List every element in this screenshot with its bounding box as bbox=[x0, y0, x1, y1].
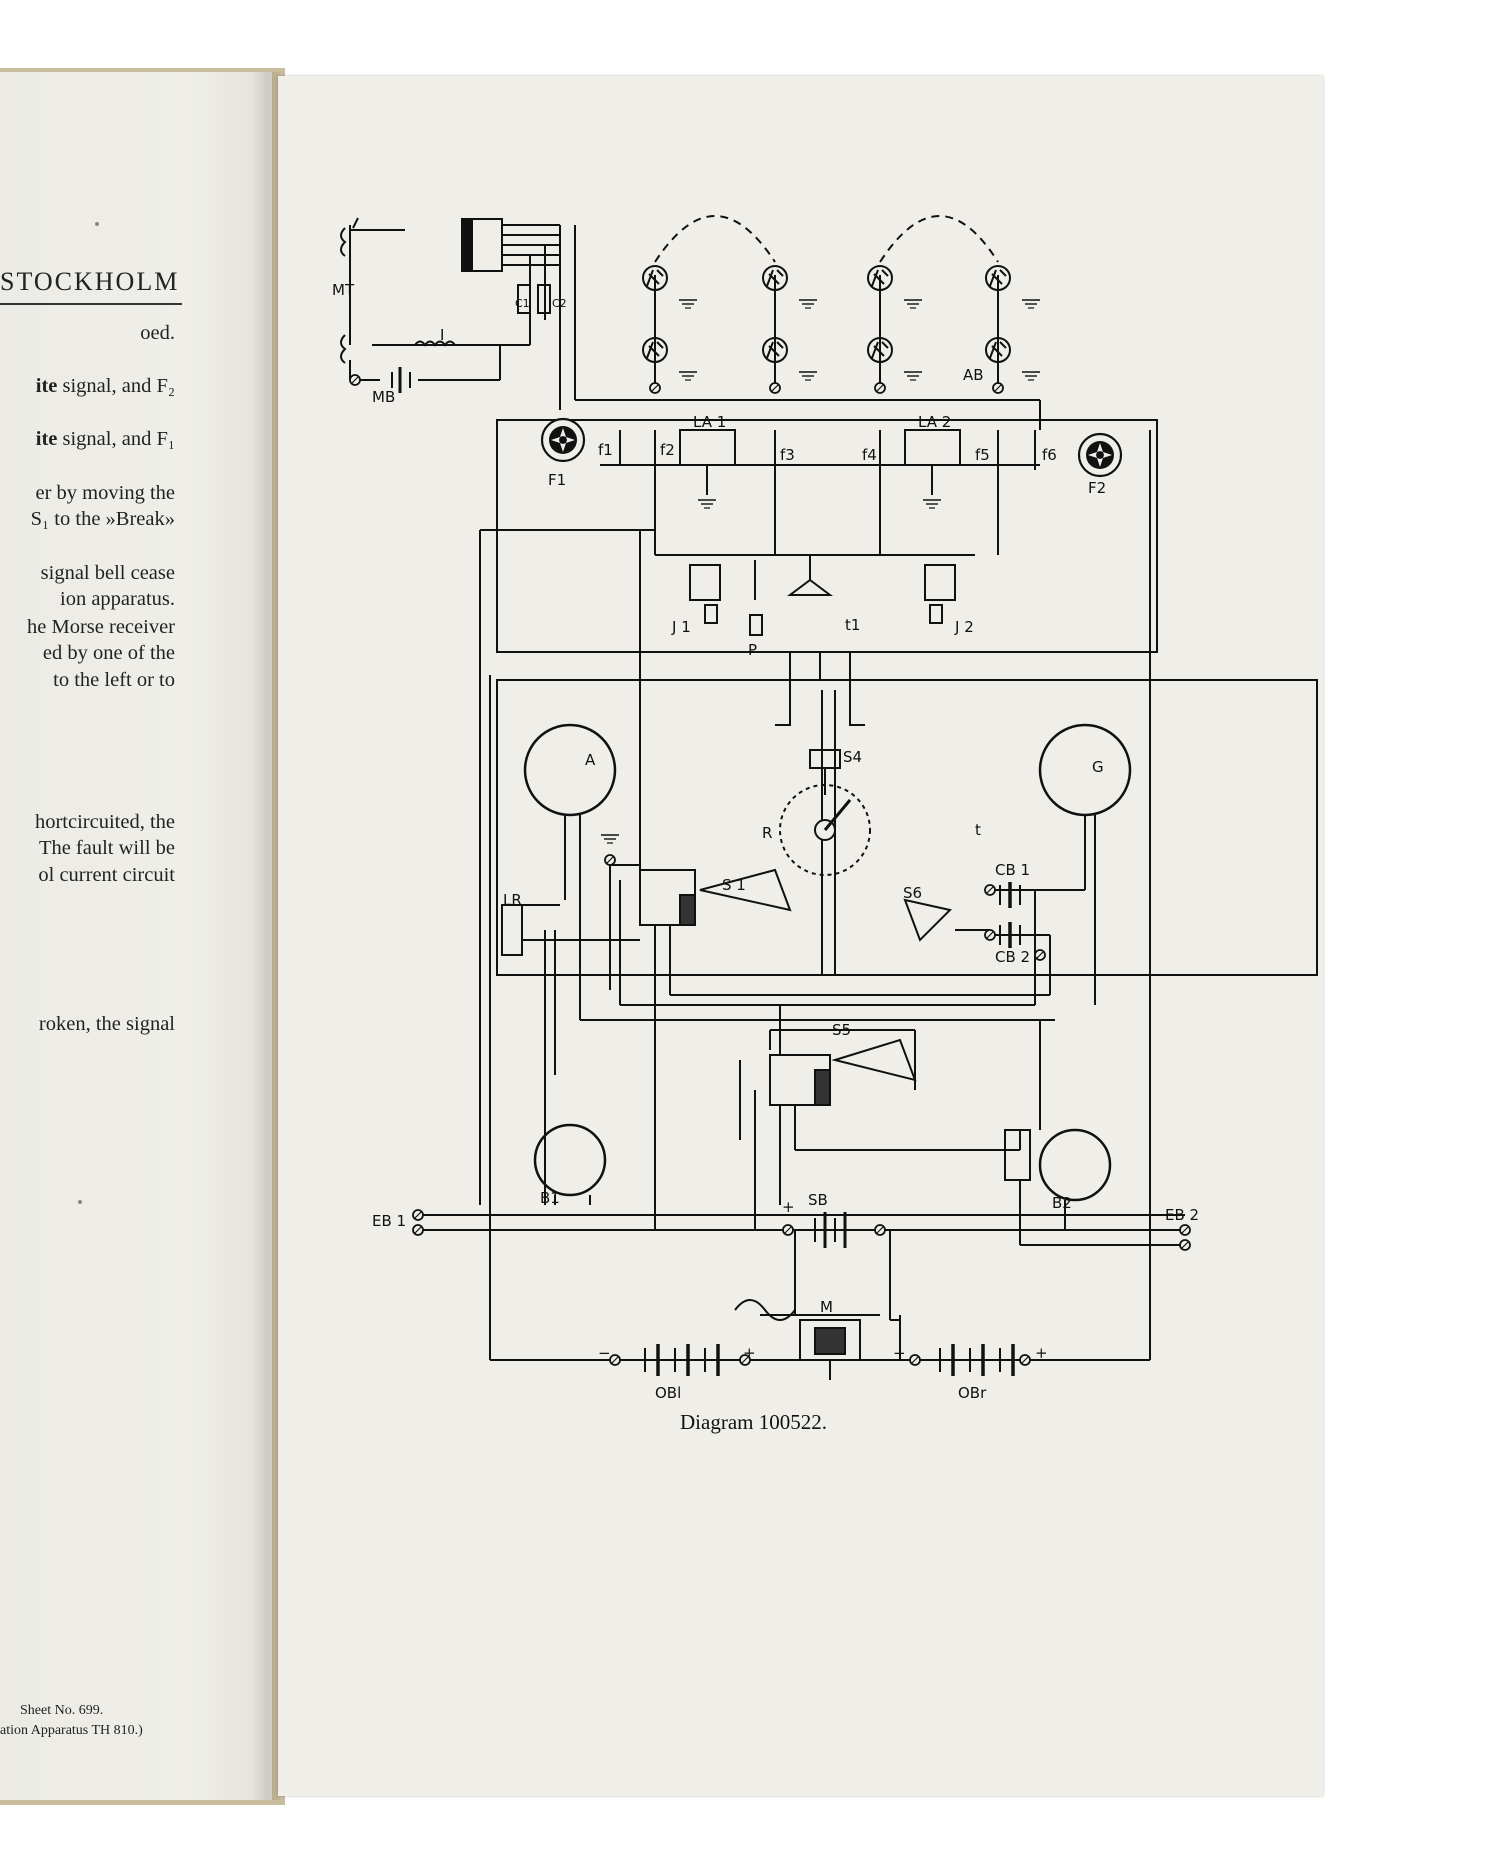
left-page-line: ed by one of the bbox=[43, 642, 175, 665]
label-eb2: EB 2 bbox=[1165, 1206, 1199, 1224]
left-page-line: oed. bbox=[140, 322, 175, 345]
label-f4: f4 bbox=[862, 446, 877, 464]
left-page-line: ite signal, and F₁ bbox=[36, 428, 175, 451]
right-page bbox=[278, 76, 1323, 1796]
label-s1: S 1 bbox=[722, 876, 746, 894]
label-c1: C1 bbox=[515, 297, 530, 310]
label-la2: LA 2 bbox=[918, 413, 951, 431]
line-text: ion apparatus. bbox=[60, 588, 175, 610]
line-text: er by moving the bbox=[35, 482, 176, 504]
heading-rule bbox=[0, 303, 182, 305]
label-obl: OBl bbox=[655, 1384, 681, 1402]
left-page-line: to the left or to bbox=[53, 669, 175, 692]
label-f6: f6 bbox=[1042, 446, 1057, 464]
fan-f2-icon bbox=[1077, 432, 1123, 478]
label-mt: MT bbox=[332, 281, 355, 299]
left-page-line: roken, the signal bbox=[39, 1013, 175, 1036]
label-m: M bbox=[820, 1298, 833, 1316]
left-page: STOCKHOLM bbox=[0, 72, 272, 1800]
label-b1: B1 bbox=[540, 1189, 560, 1207]
label-s4: S4 bbox=[843, 748, 862, 766]
label-cb1: CB 1 bbox=[995, 861, 1030, 879]
line-text: The fault will be bbox=[38, 837, 175, 859]
line-text: signal, and F₁ bbox=[57, 428, 176, 450]
line-text: hortcircuited, the bbox=[34, 811, 175, 833]
label-a: A bbox=[585, 751, 596, 769]
line-text: he Morse receiver bbox=[27, 616, 175, 638]
left-page-line: ol current circuit bbox=[38, 864, 175, 887]
battery-cells bbox=[644, 882, 1021, 1376]
label-s6: S6 bbox=[903, 884, 922, 902]
label-sb: SB bbox=[808, 1191, 828, 1209]
left-page-line: ion apparatus. bbox=[60, 588, 175, 611]
line-text: S₁ to the »Break» bbox=[30, 508, 175, 530]
label-obr: OBr bbox=[958, 1384, 987, 1402]
label-sb-plus: + bbox=[782, 1198, 795, 1216]
label-s5: S5 bbox=[832, 1021, 851, 1039]
label-lr: LR bbox=[503, 891, 522, 909]
footer-apparatus: ation Apparatus TH 810.) bbox=[0, 1723, 143, 1738]
footer-sheet-number: Sheet No. 699. bbox=[20, 1703, 104, 1718]
page-speck bbox=[95, 222, 99, 226]
fan-f1-icon bbox=[540, 417, 586, 463]
label-j1: J 1 bbox=[671, 618, 691, 636]
bold-word: ite bbox=[35, 375, 58, 397]
label-obr-plus: + bbox=[1035, 1344, 1048, 1362]
label-t: t bbox=[975, 821, 981, 839]
label-p: P bbox=[748, 641, 757, 659]
line-text: to the left or to bbox=[53, 669, 175, 691]
label-b2: B2 bbox=[1052, 1194, 1072, 1212]
line-text: ol current circuit bbox=[38, 864, 175, 886]
left-page-line: S₁ to the »Break» bbox=[31, 508, 175, 531]
label-j2: J 2 bbox=[954, 618, 974, 636]
line-text: roken, the signal bbox=[38, 1013, 175, 1035]
left-page-heading: STOCKHOLM bbox=[0, 267, 180, 296]
label-eb1: EB 1 bbox=[372, 1212, 406, 1230]
label-r: R bbox=[762, 824, 772, 842]
label-f3: f3 bbox=[780, 446, 795, 464]
label-ab: AB bbox=[963, 366, 984, 384]
diagram-caption: Diagram 100522. bbox=[680, 1410, 827, 1434]
line-text: oed. bbox=[140, 322, 175, 344]
label-mb: MB bbox=[372, 388, 395, 406]
label-f5: f5 bbox=[975, 446, 990, 464]
label-f2: f2 bbox=[660, 441, 675, 459]
label-obl-minus: − bbox=[598, 1344, 611, 1362]
bold-word: ite bbox=[35, 428, 58, 450]
label-i: I bbox=[440, 326, 444, 344]
line-text: ed by one of the bbox=[42, 642, 175, 664]
label-g: G bbox=[1092, 758, 1104, 776]
label-fan-f1: F1 bbox=[548, 471, 566, 489]
label-obr-minus: − bbox=[893, 1344, 906, 1362]
left-page-line: er by moving the bbox=[36, 482, 176, 505]
left-page-line: he Morse receiver bbox=[27, 616, 175, 639]
label-f1: f1 bbox=[598, 441, 613, 459]
label-la1: LA 1 bbox=[693, 413, 726, 431]
page-speck bbox=[78, 1200, 82, 1204]
diagram-labels: MT MB I C1 C2 f1 f2 f3 f4 f5 f6 LA 1 LA … bbox=[332, 281, 1199, 1402]
left-page-line: hortcircuited, the bbox=[35, 811, 175, 834]
line-text: signal bell cease bbox=[40, 562, 175, 584]
label-fan-f2: F2 bbox=[1088, 479, 1106, 497]
left-page-line: ite signal, and F₂ bbox=[36, 375, 175, 398]
label-obl-plus: + bbox=[743, 1344, 756, 1362]
label-c2: C2 bbox=[552, 297, 567, 310]
label-t1: t1 bbox=[845, 616, 860, 634]
book-gutter bbox=[252, 72, 280, 1800]
left-page-line: signal bell cease bbox=[41, 562, 175, 585]
left-page-line: The fault will be bbox=[39, 837, 175, 860]
label-cb2: CB 2 bbox=[995, 948, 1030, 966]
line-text: signal, and F₂ bbox=[57, 375, 176, 397]
